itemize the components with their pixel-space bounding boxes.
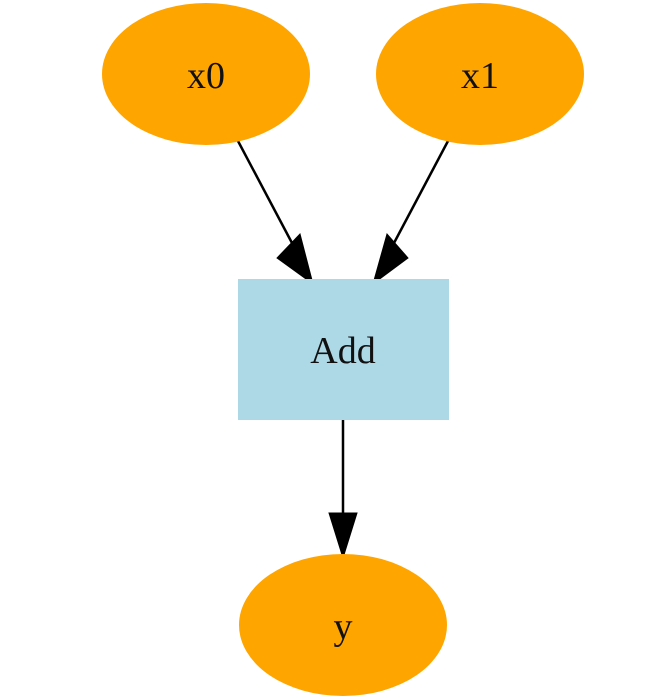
- node-add[interactable]: Add: [238, 279, 449, 420]
- edge-x0-to-add-line: [236, 140, 294, 244]
- edge-x1-to-add: [372, 140, 450, 286]
- node-x1-shape: [376, 3, 584, 145]
- node-x0-label: x0: [187, 55, 225, 97]
- edge-add-to-y-arrowhead: [328, 512, 358, 560]
- edge-add-to-y: [328, 419, 358, 560]
- edge-x1-to-add-line: [392, 140, 450, 244]
- edge-x0-to-add-arrowhead: [276, 233, 314, 286]
- node-x0[interactable]: x0: [102, 3, 310, 145]
- node-y-shape: [239, 554, 447, 696]
- edge-x0-to-add: [236, 140, 314, 286]
- node-x0-shape: [102, 3, 310, 145]
- node-add-shape: [238, 279, 449, 420]
- edges: [236, 140, 450, 560]
- node-x1[interactable]: x1: [376, 3, 584, 145]
- edge-x1-to-add-arrowhead: [372, 232, 409, 286]
- node-x1-label: x1: [461, 55, 499, 97]
- node-y[interactable]: y: [239, 554, 447, 696]
- node-y-label: y: [334, 606, 353, 648]
- node-add-label: Add: [310, 330, 375, 372]
